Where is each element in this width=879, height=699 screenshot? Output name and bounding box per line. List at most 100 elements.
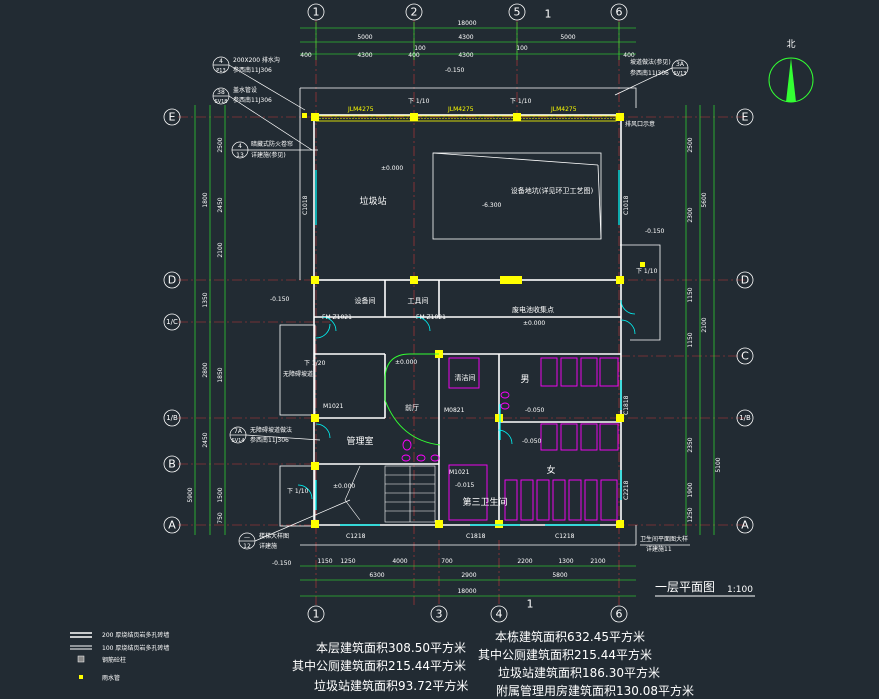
bubble-text: 4 P13 38 SV18 4 13 7A SV14 — 12 3A SV13 — [215, 58, 687, 550]
level-hall: ±0.000 — [395, 359, 417, 366]
bubble3-top: 4 — [238, 143, 242, 150]
dim-top-span-2: 4300 — [458, 34, 473, 41]
room-third-toilet: 第三卫生间 — [462, 496, 507, 508]
title-scale: 1:100 — [727, 585, 753, 595]
north-arrow: 北 — [768, 39, 814, 103]
bubble2-top: 38 — [217, 89, 225, 96]
axis-right-D: D — [741, 274, 749, 287]
room-equipment: 设备地坑(详见环卫工艺图) — [511, 186, 594, 195]
note-left5b: 详建施 — [259, 542, 277, 550]
window-tag-7: C2218 — [623, 480, 630, 500]
door-tag-1: FM Z1021 — [322, 314, 352, 321]
axis-right-1B: 1/B — [739, 414, 751, 422]
section-marker-top: 1 — [545, 8, 552, 21]
door-tag-5: M0821 — [444, 407, 465, 414]
level-garbage: ±0.000 — [381, 165, 403, 172]
axis-left-B: B — [168, 458, 176, 471]
section-marker-bottom: 1 — [527, 598, 534, 611]
walls — [313, 114, 622, 526]
legend: 200 厚烧结页岩多孔砖墙 100 厚烧结页岩多孔砖墙 钢筋砼柱 雨水管 — [70, 631, 169, 682]
dim-left-9: 750 — [217, 512, 224, 524]
slope-2: 下 1/10 — [510, 98, 532, 105]
detail-bubbles — [212, 56, 690, 550]
dim-bot-row2-2: 2900 — [461, 572, 476, 579]
dim-left-5: 1350 — [202, 292, 209, 307]
bubble6-top: 3A — [676, 61, 685, 68]
dim-top-sub-2: 4300 — [357, 52, 372, 59]
note-right2: 卫生间平面图大样 — [640, 535, 688, 543]
axis-left-1C: 1/C — [166, 318, 178, 326]
dim-bot-5: 2200 — [517, 558, 532, 565]
note-text: 200X200 排水沟 参西南11J306 盖水管设 参西南11J306 暗藏式… — [233, 56, 688, 553]
dim-top-sub-4: 4300 — [458, 52, 473, 59]
beam-label-3: JLM4275 — [550, 106, 577, 113]
window-tag-1: C1218 — [346, 533, 366, 540]
room-female: 女 — [546, 464, 555, 476]
room-storage: 清洁间 — [455, 373, 476, 382]
dim-top-small-1: 100 — [414, 45, 426, 52]
slope-5: 下 1/20 — [304, 360, 326, 367]
axis-bubbles — [163, 3, 754, 623]
dim-right-8: 1900 — [687, 482, 694, 497]
drawing-title: 一层平面图 1:100 — [655, 580, 755, 597]
door-tag-4: M1021 — [449, 469, 470, 476]
note-right1: 坡道做法(参见) — [630, 58, 671, 66]
slope-1: 下 1/10 — [408, 98, 430, 105]
note-left2b: 参西南11J306 — [233, 96, 272, 104]
bubble3-bottom: 13 — [236, 152, 244, 159]
bubble4-bottom: SV14 — [232, 438, 245, 444]
columns — [302, 113, 645, 528]
axis-labels: 1 2 5 6 1 1 3 4 6 1 E D 1/C 1/B B A E D … — [166, 6, 751, 621]
legend-wall-200: 200 厚烧结页岩多孔砖墙 — [102, 631, 169, 639]
top-beam — [315, 115, 617, 122]
dim-top-sub-5: 400 — [623, 52, 635, 59]
dim-left-8: 1500 — [217, 487, 224, 502]
dim-bot-2: 1250 — [340, 558, 355, 565]
note-left4b: 参西南11J306 — [250, 436, 289, 444]
dim-top-total: 18000 — [457, 20, 476, 27]
beam-labels: JLM4275 JLM4275 JLM4275 — [347, 106, 577, 113]
axis-bottom-1: 1 — [313, 608, 320, 621]
note-right2b: 详建施11 — [646, 545, 672, 553]
note-left3b: 详建施(参见) — [251, 151, 286, 159]
axis-bottom-6: 6 — [616, 608, 623, 621]
dim-bot-row2-1: 6300 — [369, 572, 384, 579]
axis-bottom-4: 4 — [496, 608, 503, 621]
axis-top-5: 5 — [514, 6, 521, 19]
dim-left-1: 2500 — [217, 137, 224, 152]
legend-wall-100: 100 厚烧结页岩多孔砖墙 — [102, 644, 169, 652]
room-hall: 前厅 — [405, 403, 419, 412]
level-female: -0.050 — [522, 438, 542, 445]
bubble2-bottom: SV18 — [215, 99, 228, 105]
dim-right-2: 2300 — [687, 207, 694, 222]
note-left1b: 参西南11J306 — [233, 66, 272, 74]
dim-right-10: 5100 — [715, 457, 722, 472]
room-manager: 管理室 — [346, 435, 373, 447]
axis-right-C: C — [741, 350, 749, 363]
note-left1: 200X200 排水沟 — [233, 56, 280, 64]
north-label: 北 — [786, 39, 795, 50]
window-tag-2: C1818 — [466, 533, 486, 540]
slope-marks: 下 1/10 下 1/10 下 1/10 下 1/10 下 1/20 — [287, 98, 658, 495]
level-marks: ±0.000 -6.300 ±0.000 ±0.000 -0.150 -0.15… — [270, 67, 665, 567]
equipment-pit — [432, 152, 602, 240]
axis-right-E: E — [742, 111, 749, 124]
window-tag-6: C1818 — [623, 395, 630, 415]
bubble5-top: — — [244, 534, 250, 541]
room-labels: 垃圾站 设备地坑(详见环卫工艺图) 设备间 工具间 废电池收集点 清洁间 前厅 … — [346, 186, 593, 508]
dim-right-3: 5600 — [701, 192, 708, 207]
note-left4: 无障碍坡道做法 — [250, 426, 292, 434]
area-5: 其中公厕建筑面积215.44平方米 — [478, 647, 652, 662]
area-summary: 本层建筑面积308.50平方米 其中公厕建筑面积215.44平方米 垃圾站建筑面… — [292, 629, 694, 698]
legend-downpipe: 雨水管 — [102, 674, 120, 682]
level-battery: ±0.000 — [523, 320, 545, 327]
dim-bot-row2-3: 5800 — [552, 572, 567, 579]
room-battery: 废电池收集点 — [512, 305, 554, 314]
dim-left-6: 1850 — [217, 367, 224, 382]
level-outside-left: -0.150 — [270, 296, 290, 303]
dim-left-10: 2450 — [202, 432, 209, 447]
dim-top-span-1: 5000 — [357, 34, 372, 41]
dim-left-3: 1800 — [202, 192, 209, 207]
doors — [297, 299, 636, 500]
axis-bottom-3: 3 — [436, 608, 443, 621]
